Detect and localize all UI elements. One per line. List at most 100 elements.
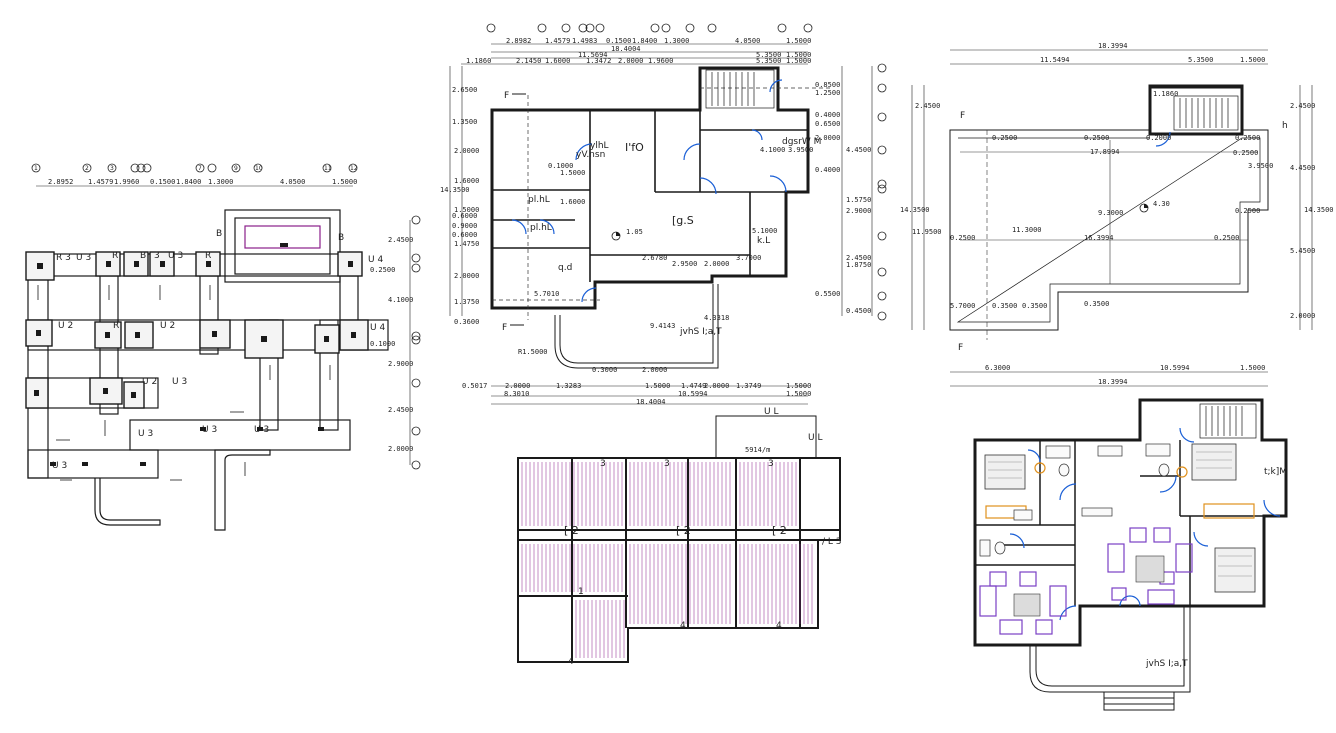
roof-left-dims: 2.4500 11.9500 14.3500 xyxy=(900,102,942,236)
svg-text:B: B xyxy=(140,251,146,261)
svg-text:2.8982: 2.8982 xyxy=(506,37,531,45)
gf-bottom-dims: 0.5017 2.0000 1.3283 1.5000 1.4749 2.000… xyxy=(462,382,811,406)
svg-text:11.9500: 11.9500 xyxy=(912,228,942,236)
svg-text:1.6000: 1.6000 xyxy=(545,57,570,65)
svg-text:0.6000: 0.6000 xyxy=(452,212,477,220)
svg-text:1.5000: 1.5000 xyxy=(786,390,811,398)
svg-text:14.3500: 14.3500 xyxy=(1304,206,1334,214)
fp-rugs xyxy=(1013,555,1165,617)
svg-text:17.8994: 17.8994 xyxy=(1090,148,1120,156)
svg-text:2.0000: 2.0000 xyxy=(618,57,643,65)
svg-text:1.1860: 1.1860 xyxy=(1153,90,1178,98)
svg-text:1.3000: 1.3000 xyxy=(664,37,689,45)
grid-bubble: 7 xyxy=(198,165,202,172)
svg-text:18.3994: 18.3994 xyxy=(1098,378,1128,386)
gf-section-marks: F F xyxy=(502,91,526,333)
svg-text:1.4749: 1.4749 xyxy=(681,382,706,390)
svg-text:3.7000: 3.7000 xyxy=(736,254,761,262)
roof-outline xyxy=(949,84,1269,331)
svg-text:0.1000: 0.1000 xyxy=(548,162,573,170)
gf-dashed xyxy=(492,87,830,320)
svg-text:0.4000: 0.4000 xyxy=(815,166,840,174)
svg-text:5914/m: 5914/m xyxy=(745,446,770,454)
svg-text:1.5750: 1.5750 xyxy=(846,196,871,204)
foundation-right-bubbles xyxy=(411,215,421,470)
svg-text:U 3: U 3 xyxy=(76,253,91,263)
gf-right-dims: 0.8500 1.2500 0.4000 0.6500 2.0000 4.450… xyxy=(815,81,871,315)
gf-level-marker: 1.05 xyxy=(611,228,643,241)
grid-bubble: 12 xyxy=(350,165,358,172)
svg-text:2.4500: 2.4500 xyxy=(846,254,871,262)
grid-bubble: 1 xyxy=(34,165,38,172)
svg-text:2.0000: 2.0000 xyxy=(454,272,479,280)
beam-outline xyxy=(517,415,841,663)
svg-text:5.1000: 5.1000 xyxy=(752,227,777,235)
svg-text:F: F xyxy=(502,323,507,333)
svg-text:1.8750: 1.8750 xyxy=(846,261,871,269)
svg-text:1.5000: 1.5000 xyxy=(786,382,811,390)
fp-purple-furniture xyxy=(979,527,1193,635)
furnished-entrance-label: jvhS I;a,T xyxy=(1145,659,1188,669)
svg-text:4.30: 4.30 xyxy=(1153,200,1170,208)
svg-text:1.5000: 1.5000 xyxy=(786,51,811,59)
svg-text:1.4579: 1.4579 xyxy=(88,178,113,186)
svg-text:0.9000: 0.9000 xyxy=(452,222,477,230)
svg-text:0.4500: 0.4500 xyxy=(846,307,871,315)
svg-text:3.9500: 3.9500 xyxy=(788,146,813,154)
svg-text:1.4750: 1.4750 xyxy=(454,240,479,248)
svg-text:2.4500: 2.4500 xyxy=(388,236,413,244)
svg-text:0.2500: 0.2500 xyxy=(992,134,1017,142)
svg-text:U 3: U 3 xyxy=(172,377,187,387)
svg-text:[ 2: [ 2 xyxy=(676,524,691,537)
svg-text:2.0000: 2.0000 xyxy=(704,382,729,390)
room-label: I'fO xyxy=(625,141,644,154)
svg-text:R: R xyxy=(112,251,118,261)
roof-inner-dims: 1.1860 0.2000 0.2500 0.2500 0.2500 17.89… xyxy=(950,90,1273,310)
svg-text:2.0000: 2.0000 xyxy=(815,134,840,142)
ground-floor-plan: 2.8982 1.4579 1.4983 0.1500 1.8400 1.300… xyxy=(440,23,887,406)
gf-staircase xyxy=(705,69,775,109)
svg-text:8.3010: 8.3010 xyxy=(504,390,529,398)
entrance-label: jvhS I;a,T xyxy=(679,327,722,337)
svg-text:1.5000: 1.5000 xyxy=(786,57,811,65)
svg-text:11.3000: 11.3000 xyxy=(1012,226,1042,234)
svg-text:1.5000: 1.5000 xyxy=(786,37,811,45)
room-label: dgsrW M xyxy=(782,137,821,147)
svg-text:2.4500: 2.4500 xyxy=(388,406,413,414)
svg-text:18.3994: 18.3994 xyxy=(1098,42,1128,50)
svg-text:/ L 3: / L 3 xyxy=(822,537,842,547)
fp-bath-fixtures xyxy=(979,443,1171,557)
gf-porch xyxy=(554,284,719,369)
roof-stair xyxy=(1173,95,1239,131)
foundation-ticks xyxy=(37,285,331,481)
svg-text:5.7010: 5.7010 xyxy=(534,290,559,298)
gf-doors xyxy=(511,79,787,303)
svg-text:3: 3 xyxy=(600,459,606,469)
svg-text:2.9000: 2.9000 xyxy=(388,360,413,368)
svg-text:1.5000: 1.5000 xyxy=(332,178,357,186)
svg-text:4: 4 xyxy=(568,657,574,667)
svg-text:0.3500: 0.3500 xyxy=(1022,302,1047,310)
svg-text:U 3: U 3 xyxy=(168,251,183,261)
foundation-top-dims: 2.8952 1.4579 1.9960 0.1500 1.8400 1.300… xyxy=(48,178,357,186)
foundation-plan: 1 2 3 7 9 10 11 12 2.8952 1.4579 1.9960 … xyxy=(25,163,421,531)
svg-text:4.4500: 4.4500 xyxy=(846,146,871,154)
svg-text:18.4004: 18.4004 xyxy=(611,45,641,53)
svg-text:0.3500: 0.3500 xyxy=(1084,300,1109,308)
svg-text:2.1450: 2.1450 xyxy=(516,57,541,65)
svg-text:10.5994: 10.5994 xyxy=(1160,364,1190,372)
svg-text:0.6000: 0.6000 xyxy=(452,231,477,239)
svg-text:6.3000: 6.3000 xyxy=(985,364,1010,372)
grid-bubble: 3 xyxy=(110,165,114,172)
gf-room-labels: I'fO [g.S k.L q.d dgsrW M ylhL pl.hL pl.… xyxy=(528,137,821,273)
svg-text:R1.5000: R1.5000 xyxy=(518,348,548,356)
foundation-right-dims: 2.4500 0.2500 4.1000 0.1000 2.9000 2.450… xyxy=(370,236,413,453)
svg-text:0.5017: 0.5017 xyxy=(462,382,487,390)
beam-plan: U L U L 5914/m 3 3 3 [ 2 [ 2 [ 2 / L 3 1… xyxy=(517,407,842,667)
roof-top-dims: 18.3994 11.5494 5.3500 1.5000 xyxy=(1040,42,1265,64)
svg-text:0.2500: 0.2500 xyxy=(1214,234,1239,242)
svg-text:4.1000: 4.1000 xyxy=(388,296,413,304)
svg-text:1.9600: 1.9600 xyxy=(648,57,673,65)
grid-bubble: 11 xyxy=(324,165,332,172)
svg-text:R: R xyxy=(205,251,211,261)
